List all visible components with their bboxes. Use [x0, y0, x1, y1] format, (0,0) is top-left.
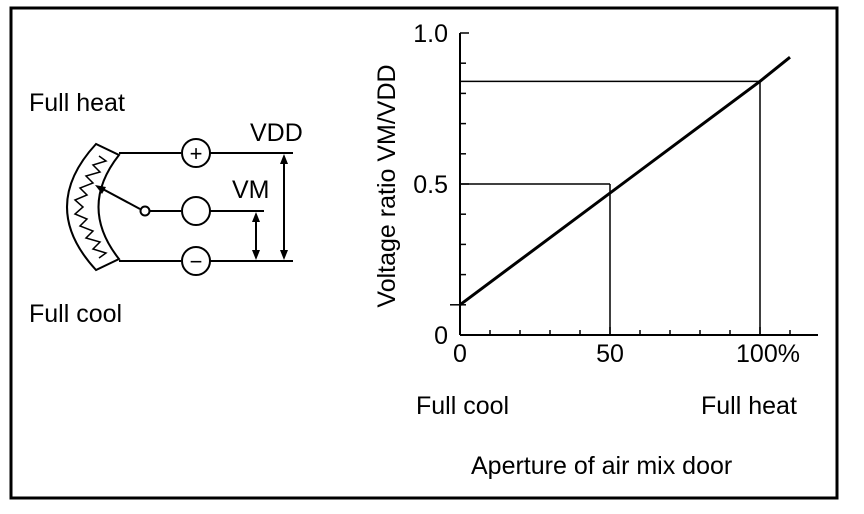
vm-terminal [181, 196, 211, 226]
x-tick-label: 50 [596, 340, 624, 368]
wiper-terminal [139, 205, 151, 217]
vm-label: VM [232, 176, 270, 204]
y-tick-label: 0 [434, 322, 448, 350]
chart-reference-lines [450, 80, 761, 335]
vdd-arrowhead-bottom [280, 250, 288, 260]
full-cool-label: Full cool [29, 300, 122, 328]
voltage-ratio-chart: 0 0.5 1.0 0 50 100% Voltage ratio VM/VDD Full… [373, 20, 818, 480]
y-axis-label: Voltage ratio VM/VDD [373, 64, 401, 307]
vm-arrowhead-bottom [252, 250, 260, 260]
figure-frame [9, 6, 839, 500]
wiper-arrowhead [95, 185, 106, 194]
x-axis-label: Aperture of air mix door [471, 452, 732, 480]
plus-symbol: + [190, 141, 203, 166]
x-tick-label: 0 [453, 340, 467, 368]
potentiometer-diagram: Full heat Full cool + − VDD VM [29, 89, 303, 328]
vm-arrowhead-top [252, 212, 260, 222]
x-endpoint-label-full-heat: Full heat [701, 392, 797, 420]
y-tick-label: 0.5 [413, 171, 448, 199]
chart-ticks: 0 0.5 1.0 0 50 100% [413, 20, 800, 368]
y-tick-label: 1.0 [413, 20, 448, 48]
full-heat-label: Full heat [29, 89, 125, 117]
minus-symbol: − [190, 249, 203, 274]
vdd-arrowhead-top [280, 154, 288, 164]
wiper-arm [98, 186, 141, 210]
series-line [459, 55, 791, 307]
vdd-label: VDD [250, 119, 303, 147]
x-tick-label: 100% [736, 340, 800, 368]
x-endpoint-label-full-cool: Full cool [416, 392, 509, 420]
resistor-zigzag [73, 155, 108, 259]
chart-series [459, 55, 791, 307]
resistor-body [66, 142, 121, 272]
